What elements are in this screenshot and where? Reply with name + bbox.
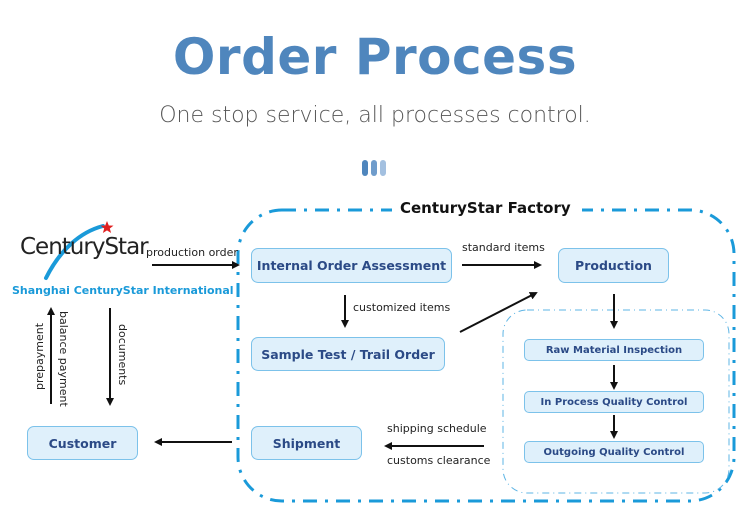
arrow-sample-to-production xyxy=(459,292,538,333)
page-title: Order Process xyxy=(172,28,578,86)
page-subtitle: One stop service, all processes control. xyxy=(159,103,591,128)
label-shipping-schedule: shipping schedule xyxy=(387,422,487,435)
node-raw-material-inspection: Raw Material Inspection xyxy=(524,339,704,361)
factory-title: CenturyStar Factory xyxy=(400,199,571,217)
label-documents: documents xyxy=(116,324,129,386)
node-sample-test: Sample Test / Trail Order xyxy=(251,337,445,371)
logo-swoosh xyxy=(44,224,105,280)
node-production: Production xyxy=(558,248,669,283)
label-customs-clearance: customs clearance xyxy=(387,454,491,467)
dot-1 xyxy=(362,160,368,176)
label-customized-items: customized items xyxy=(353,301,451,314)
label-production-order: production order xyxy=(146,246,238,259)
node-internal-order-assessment: Internal Order Assessment xyxy=(251,248,452,283)
dot-2 xyxy=(371,160,377,176)
label-standard-items: standard items xyxy=(462,241,545,254)
decorative-dots xyxy=(362,160,392,176)
node-customer: Customer xyxy=(27,426,138,460)
dot-3 xyxy=(380,160,386,176)
logo-wordmark: CenturyStar xyxy=(20,234,149,260)
node-shipment: Shipment xyxy=(251,426,362,460)
red-star-icon xyxy=(100,221,114,233)
label-balance-payment: balance payment xyxy=(57,311,70,407)
node-in-process-qc: In Process Quality Control xyxy=(524,391,704,413)
logo-tagline: Shanghai CenturyStar International xyxy=(12,284,234,297)
label-prepayment: prepayment xyxy=(33,322,46,390)
node-outgoing-qc: Outgoing Quality Control xyxy=(524,441,704,463)
